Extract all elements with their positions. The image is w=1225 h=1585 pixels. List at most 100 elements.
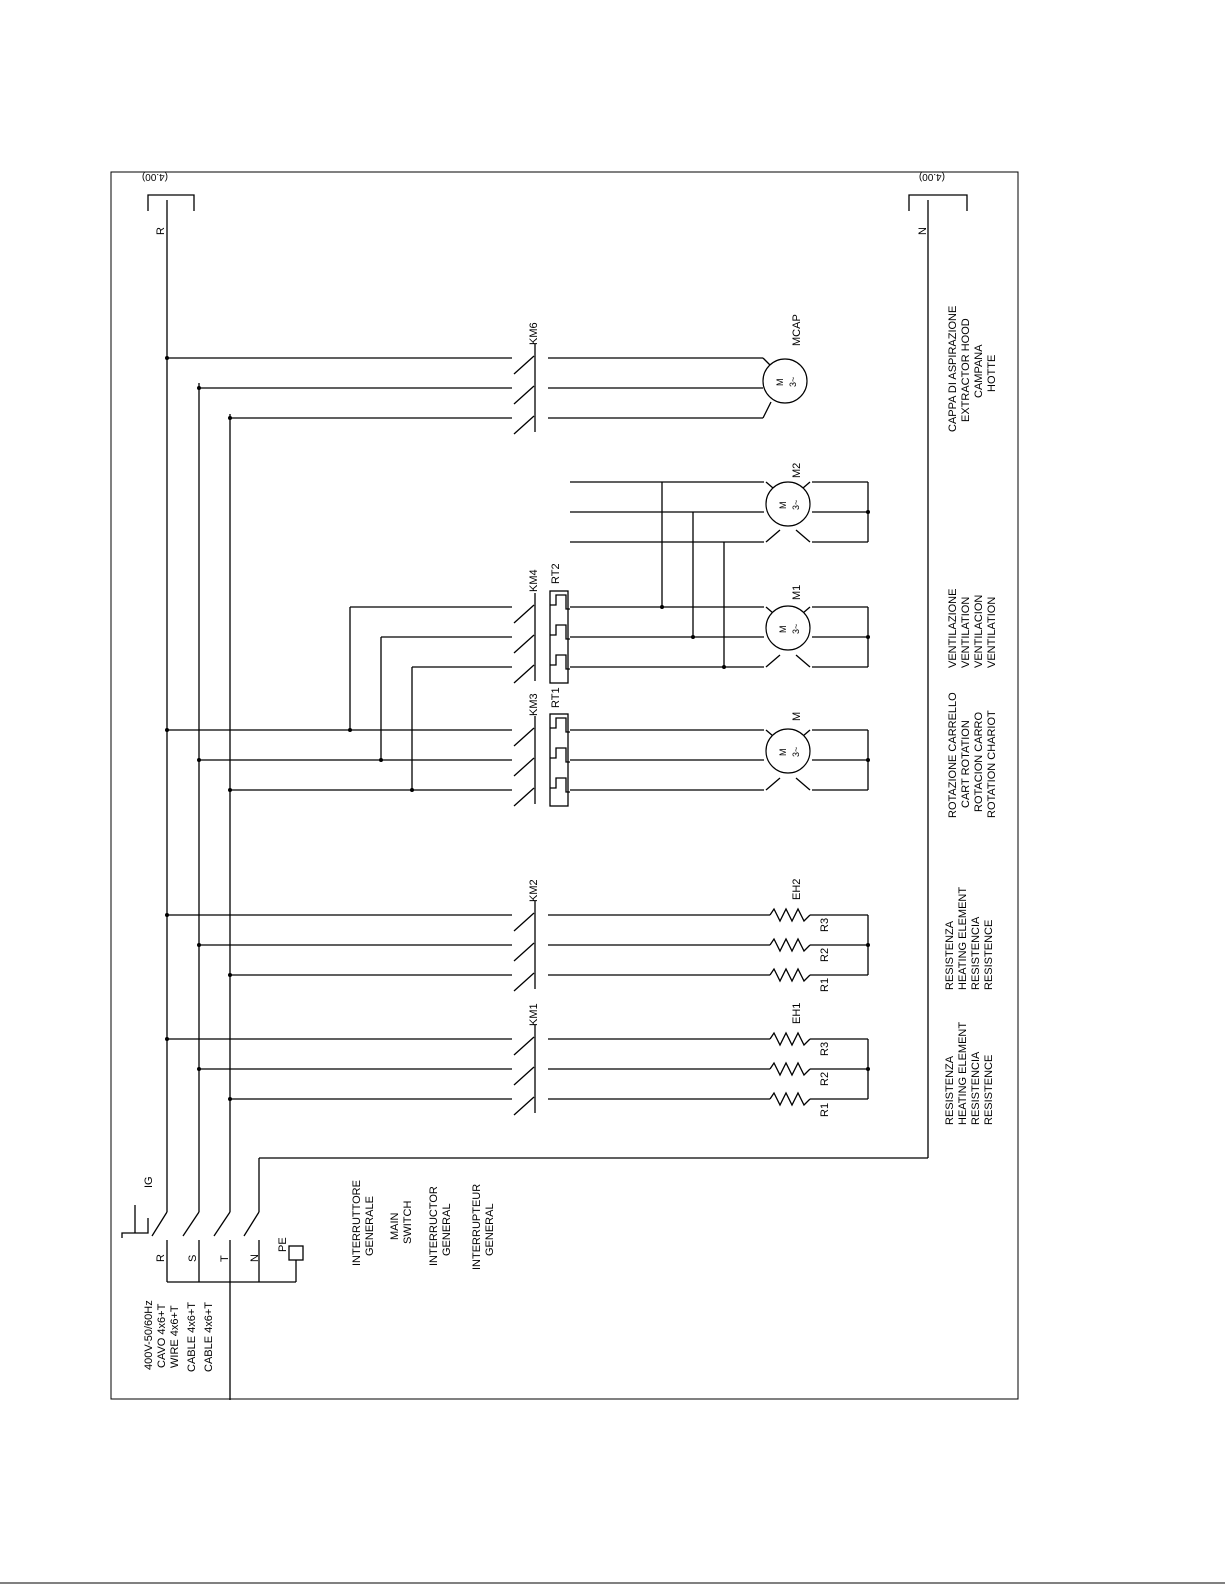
hood-fr: HOTTE xyxy=(986,355,998,392)
km1-resistor-2 xyxy=(769,1091,811,1107)
eh1-tag: EH1 xyxy=(791,1003,803,1024)
motor-m2-phase: 3~ xyxy=(791,500,801,510)
junction-dot xyxy=(722,665,726,669)
motor-m-tag: M xyxy=(791,712,803,721)
supply-line-5: CABLE 4x6+T xyxy=(203,1302,215,1372)
junction-dot xyxy=(165,913,169,917)
heating2-it: RESISTENZA xyxy=(944,920,956,990)
motor-m1-wiring-br xyxy=(795,654,811,668)
switch-blade-n xyxy=(243,1211,260,1237)
phase-label-r: R xyxy=(155,1254,167,1262)
ref-right-code: (4.00) xyxy=(919,171,945,182)
motor-mcap-tag: MCAP xyxy=(791,314,803,346)
junction-dot xyxy=(165,356,169,360)
rt1-body xyxy=(549,713,569,807)
km4-blade-1 xyxy=(513,634,535,654)
km2-blade-1 xyxy=(513,942,535,962)
heating1-it: RESISTENZA xyxy=(944,1055,956,1125)
motor-m2-wiring-br xyxy=(795,529,811,543)
motor-m1-phase: 3~ xyxy=(791,624,801,634)
eh2-r3: R3 xyxy=(819,918,831,932)
ms-en-1: MAIN xyxy=(389,1212,401,1240)
heating1-en: HEATING ELEMENT xyxy=(957,1022,969,1125)
junction-dot xyxy=(348,728,352,732)
eh1-r1: R1 xyxy=(819,1103,831,1117)
heating2-en: HEATING ELEMENT xyxy=(957,887,969,990)
ventilation-es: VENTILACION xyxy=(973,595,985,668)
rotation-fr: ROTATION CHARIOT xyxy=(986,710,998,818)
ms-en-2: SWITCH xyxy=(402,1201,414,1244)
junction-dot xyxy=(866,510,870,514)
motor-m1: M 3~ xyxy=(765,605,811,651)
rt2-body xyxy=(549,590,569,684)
junction-dot xyxy=(660,605,664,609)
motor-m-wiring-br xyxy=(795,777,811,791)
phase-label-t: T xyxy=(219,1255,231,1262)
km1-blade-1 xyxy=(513,1066,535,1086)
junction-dot xyxy=(228,788,232,792)
km3-blade-2 xyxy=(513,787,535,807)
rotation-it: ROTAZIONE CARRELLO xyxy=(947,692,959,818)
ref-right-phase: N xyxy=(917,227,929,235)
group-ventilation: VENTILAZIONE VENTILATION VENTILACION VEN… xyxy=(947,589,998,668)
km6-blade-2 xyxy=(513,415,535,435)
rotation-es: ROTACION CARRO xyxy=(973,712,985,812)
km4-blade-2 xyxy=(513,664,535,684)
phase-label-s: S xyxy=(187,1255,199,1262)
ms-fr-1: INTERRUPTEUR xyxy=(471,1184,483,1270)
ms-es-1: INTERRUCTOR xyxy=(428,1186,440,1266)
main-switch-tag: IG xyxy=(143,1176,155,1188)
junction-dot xyxy=(866,758,870,762)
supply-line-1: 400V-50/60Hz xyxy=(143,1300,155,1370)
junction-dot xyxy=(165,728,169,732)
junction-dot xyxy=(165,1037,169,1041)
km2-resistor-1 xyxy=(769,937,811,953)
km1-tag: KM1 xyxy=(528,1003,540,1026)
heating1-fr: RESISTENCE xyxy=(983,1055,995,1125)
motor-m-symbol: M xyxy=(778,749,788,757)
junction-dot xyxy=(866,1067,870,1071)
junction-dot xyxy=(197,758,201,762)
eh2-r2: R2 xyxy=(819,948,831,962)
km4-blade-0 xyxy=(513,604,535,624)
motor-m-wiring-bl xyxy=(765,777,781,791)
rotation-en: CART ROTATION xyxy=(960,720,972,808)
group-heating-2: RESISTENZA HEATING ELEMENT RESISTENCIA R… xyxy=(944,887,995,990)
motor-m: M 3~ xyxy=(765,728,811,774)
junction-dot xyxy=(228,973,232,977)
group-hood: CAPPA DI ASPIRAZIONE EXTRACTOR HOOD CAMP… xyxy=(947,306,998,432)
eh2-r1: R1 xyxy=(819,978,831,992)
mcap-bl xyxy=(762,401,772,419)
group-heating-1: RESISTENZA HEATING ELEMENT RESISTENCIA R… xyxy=(944,1022,995,1125)
ms-fr-2: GENERAL xyxy=(484,1203,496,1256)
km1-resistor-1 xyxy=(769,1061,811,1077)
group-rotation: ROTAZIONE CARRELLO CART ROTATION ROTACIO… xyxy=(947,692,998,818)
supply-label: 400V-50/60Hz CAVO 4x6+T WIRE 4x6+T CABLE… xyxy=(143,1300,215,1372)
ms-es-2: GENERAL xyxy=(441,1203,453,1256)
rt2-element-0 xyxy=(550,594,570,610)
motor-m2: M 3~ xyxy=(765,481,811,527)
wires xyxy=(121,194,968,1400)
km3-tag: KM3 xyxy=(528,693,540,716)
drawing-frame xyxy=(110,171,1019,1400)
hood-it: CAPPA DI ASPIRAZIONE xyxy=(947,306,959,432)
motor-mcap-symbol: M xyxy=(775,379,785,387)
ref-bracket-right xyxy=(908,194,968,211)
ms-it-1: INTERRUTTORE xyxy=(351,1180,363,1266)
junction-dot xyxy=(691,635,695,639)
junction-dot xyxy=(228,1097,232,1101)
hood-es: CAMPANA xyxy=(973,344,985,398)
km1-resistor-0 xyxy=(769,1031,811,1047)
junction-dot xyxy=(410,788,414,792)
ventilation-it: VENTILAZIONE xyxy=(947,589,959,668)
supply-line-4: CABLE 4x6+T xyxy=(186,1302,198,1372)
motor-m-phase: 3~ xyxy=(791,747,801,757)
km2-blade-2 xyxy=(513,972,535,992)
junction-dot xyxy=(866,635,870,639)
motor-mcap: M 3~ xyxy=(762,358,808,404)
ventilation-en: VENTILATION xyxy=(960,597,972,668)
motor-mcap-phase: 3~ xyxy=(788,377,798,387)
rt1-element-0 xyxy=(550,717,570,733)
motor-m1-tag: M1 xyxy=(791,585,803,600)
